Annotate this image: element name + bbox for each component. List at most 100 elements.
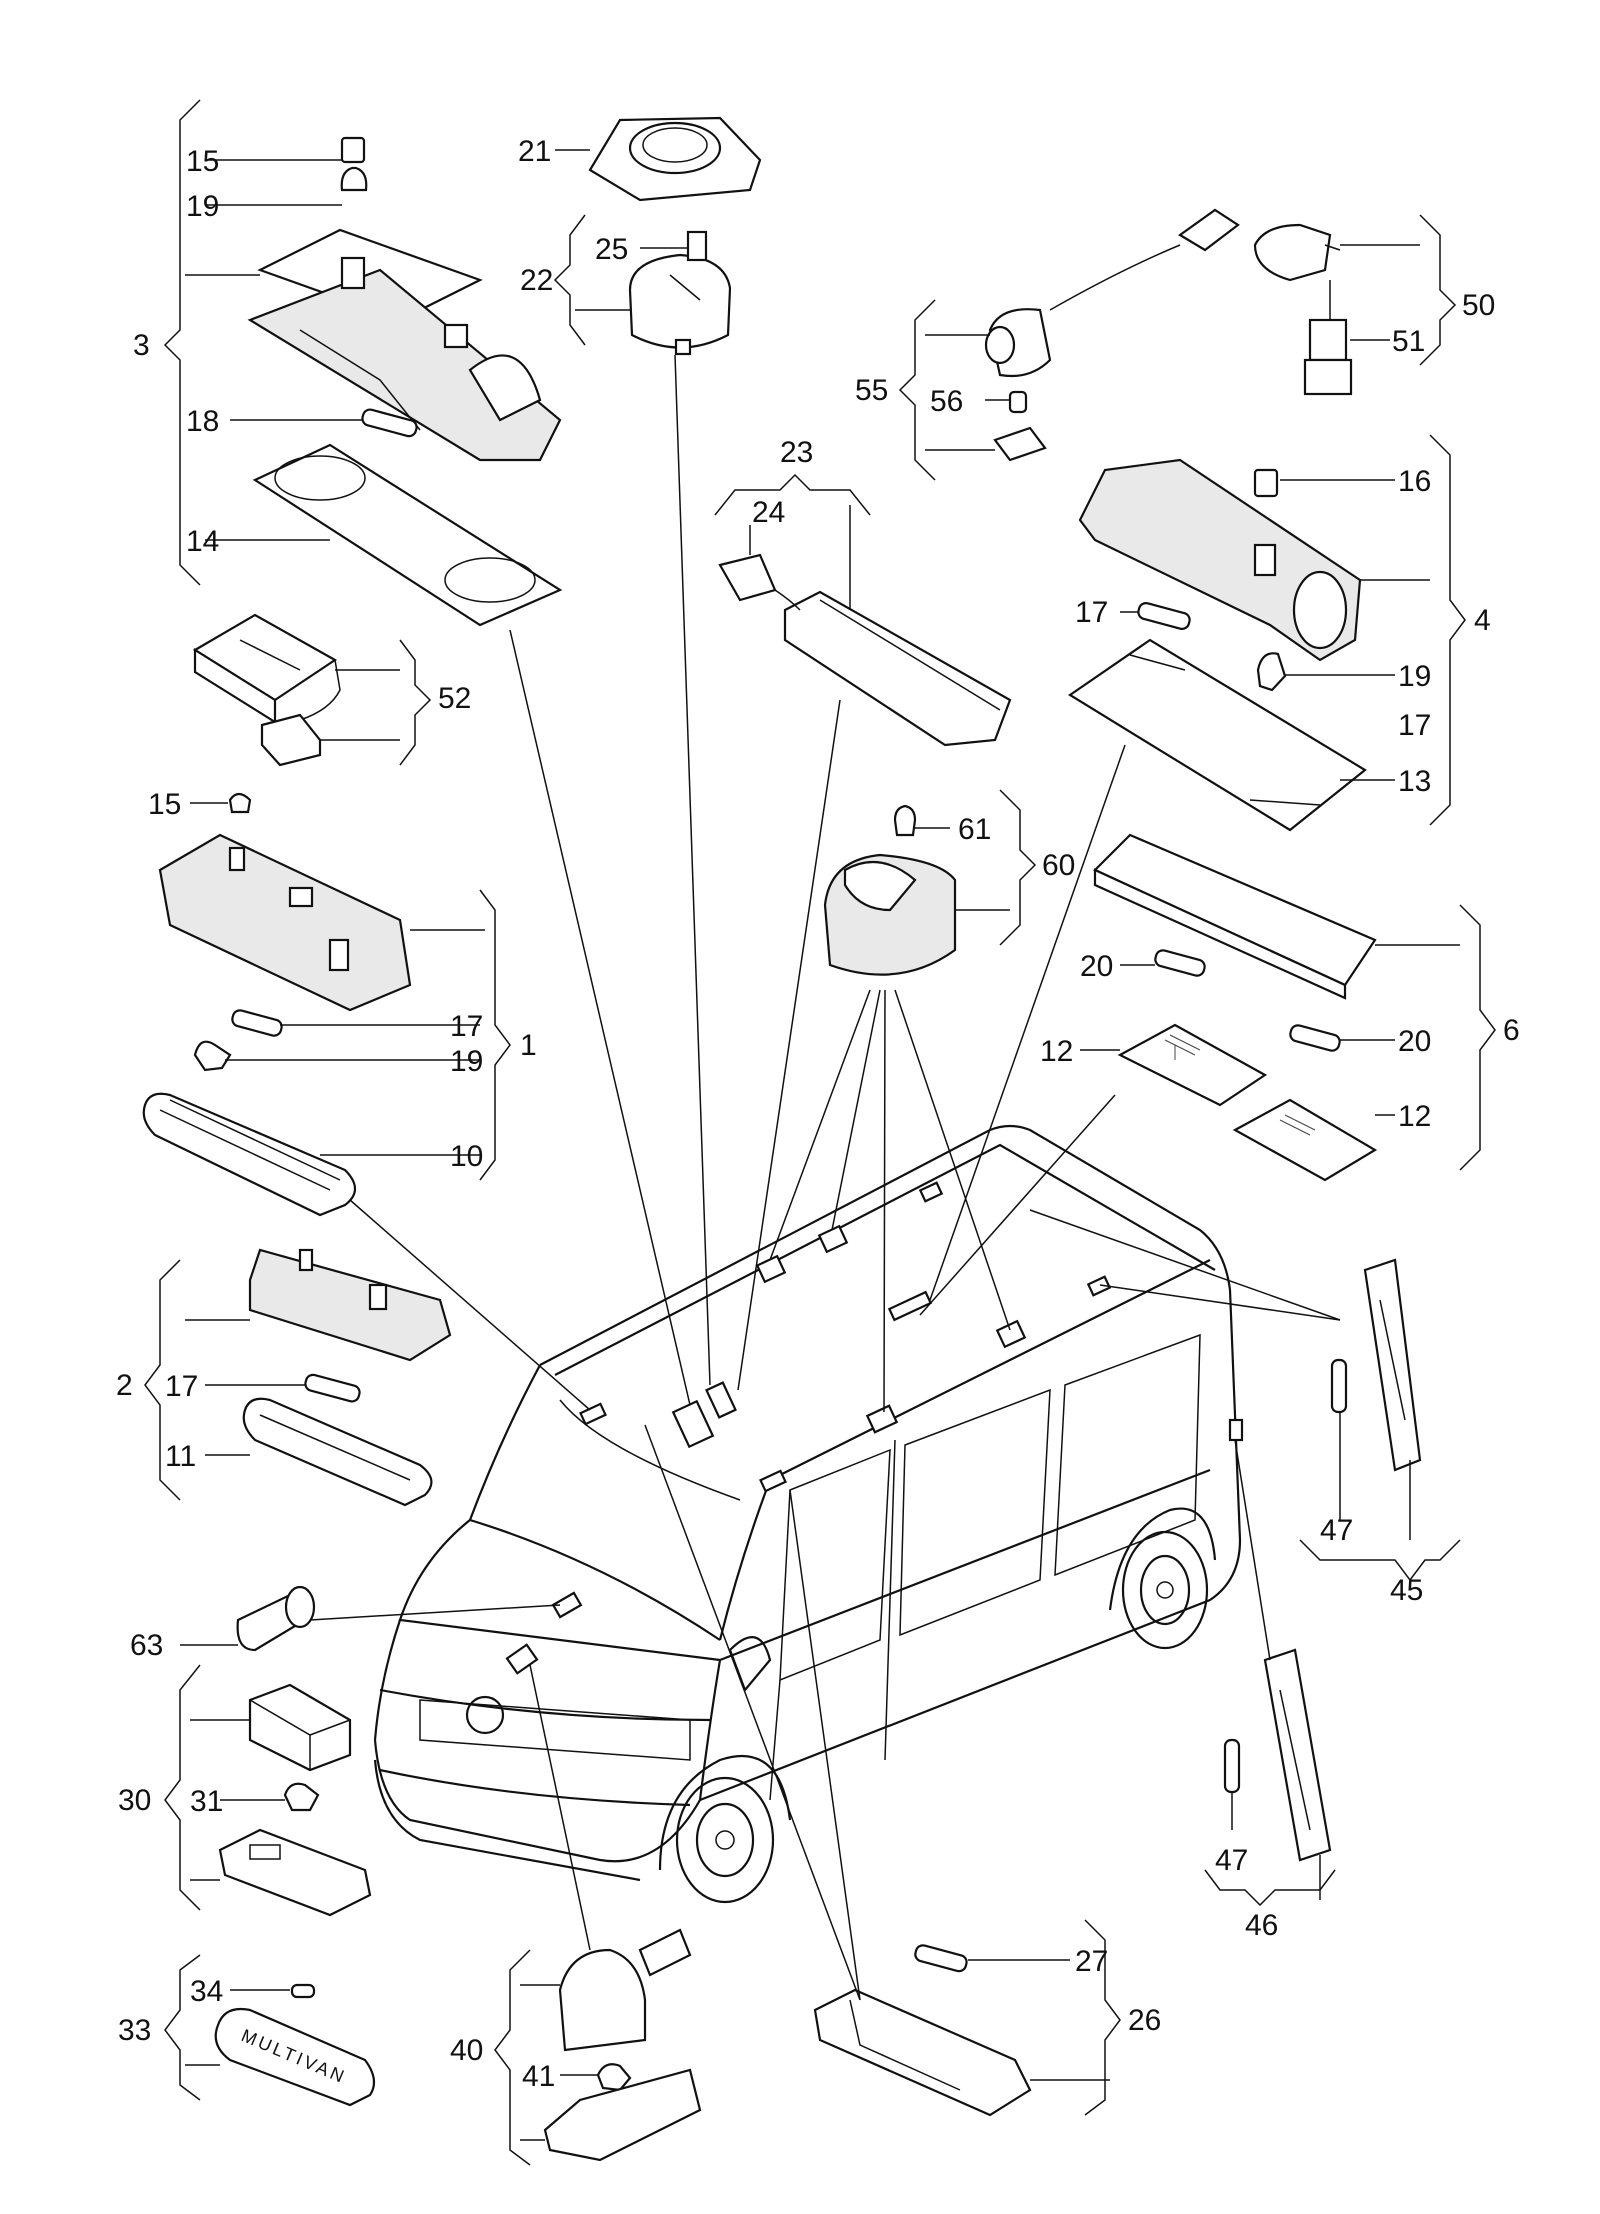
part-13-lens <box>1067 638 1367 832</box>
callout-numbers: 15 19 3 18 14 52 15 17 19 1 10 2 17 11 6… <box>116 135 1520 2093</box>
part-12-pad-a <box>1117 1023 1268 1107</box>
part-31-bulb <box>283 1782 320 1812</box>
part-11-lens <box>242 1397 433 1507</box>
part-50-lamp <box>1253 223 1341 282</box>
part-19-bulb-a <box>193 1040 232 1072</box>
label-26: 26 <box>1128 2004 1161 2037</box>
label-20a: 20 <box>1080 950 1113 983</box>
label-17d: 17 <box>1398 709 1431 742</box>
part-30-lamp-assembly <box>248 1683 352 1772</box>
part-17-bulb-c <box>1137 602 1191 630</box>
part-46-lamp-housing <box>1263 1648 1332 1862</box>
label-46: 46 <box>1245 1909 1278 1942</box>
label-15a: 15 <box>186 145 219 178</box>
part-20-bulb-a <box>1154 949 1206 977</box>
part-56-bulb <box>1008 390 1028 414</box>
part-34-bulb <box>290 1983 316 1999</box>
label-50: 50 <box>1462 289 1495 322</box>
part-27-bulb <box>914 1944 968 1973</box>
label-21: 21 <box>518 135 551 168</box>
group-braces <box>144 99 1496 2166</box>
part-18-bulb <box>361 408 418 438</box>
part-6-lamp <box>1093 833 1377 1000</box>
label-60: 60 <box>1042 849 1075 882</box>
label-17b: 17 <box>165 1370 198 1403</box>
part-40-lamp-assembly <box>558 1928 692 2052</box>
label-20b: 20 <box>1398 1025 1431 1058</box>
label-17c: 17 <box>1075 596 1108 629</box>
label-23: 23 <box>780 436 813 469</box>
label-11: 11 <box>165 1440 196 1473</box>
light-location-markers <box>505 1181 1244 1675</box>
part-17-bulb-a <box>231 1009 283 1037</box>
label-10: 10 <box>450 1140 483 1173</box>
label-47a: 47 <box>1320 1514 1353 1547</box>
part-10-lens <box>142 1092 357 1217</box>
label-4: 4 <box>1474 604 1491 637</box>
label-2: 2 <box>116 1369 133 1402</box>
label-34: 34 <box>190 1975 223 2008</box>
part-19-bulb-b <box>1256 652 1287 692</box>
part-24-connector <box>718 553 777 602</box>
label-22: 22 <box>520 264 553 297</box>
part-4-lamp-assembly <box>1078 458 1362 662</box>
label-56: 56 <box>930 385 963 418</box>
label-45: 45 <box>1390 1574 1423 1607</box>
part-23-module <box>774 589 1012 747</box>
label-15b: 15 <box>148 788 181 821</box>
label-40: 40 <box>450 2034 483 2067</box>
label-47b: 47 <box>1215 1844 1248 1877</box>
part-30-housing <box>218 1828 372 1917</box>
label-52: 52 <box>438 682 471 715</box>
part-33-lamp: MULTIVAN <box>214 2007 376 2107</box>
label-16: 16 <box>1398 465 1431 498</box>
part-41-bulb <box>596 2063 632 2092</box>
part-2-lamp-assembly <box>248 1248 452 1362</box>
label-13: 13 <box>1398 765 1431 798</box>
label-24: 24 <box>752 496 785 529</box>
label-61: 61 <box>958 813 991 846</box>
part-14-lens-panel <box>252 443 563 627</box>
part-17-bulb-b <box>304 1373 361 1403</box>
label-27: 27 <box>1075 1945 1108 1978</box>
part-52-module <box>192 613 341 767</box>
label-33: 33 <box>118 2014 151 2047</box>
part-55-cable-lamp <box>984 208 1240 378</box>
part-63-socket <box>236 1585 316 1652</box>
label-12a: 12 <box>1040 1035 1073 1068</box>
part-60-lamp <box>823 853 957 976</box>
part-20-bulb-b <box>1289 1024 1341 1052</box>
label-41: 41 <box>522 2060 555 2093</box>
part-51-connector <box>1303 280 1353 396</box>
part-22-switch <box>628 230 732 356</box>
label-6: 6 <box>1503 1014 1520 1047</box>
label-3: 3 <box>133 329 150 362</box>
part-55-pad <box>993 426 1047 462</box>
leader-lines <box>180 149 1460 2141</box>
label-25: 25 <box>595 233 628 266</box>
part-45-lamp-housing <box>1363 1258 1422 1472</box>
part-47-bulb-a <box>1330 1358 1348 1414</box>
label-14: 14 <box>186 525 219 558</box>
part-3-lamp-assembly <box>247 136 562 462</box>
label-19c: 19 <box>1398 660 1431 693</box>
part-16-bulb <box>1253 468 1279 498</box>
part-47-bulb-b <box>1223 1738 1241 1794</box>
label-1: 1 <box>520 1029 537 1062</box>
label-31: 31 <box>190 1785 223 1818</box>
label-18: 18 <box>186 405 219 438</box>
label-12b: 12 <box>1398 1100 1431 1133</box>
part-12-pad-b <box>1232 1098 1378 1182</box>
label-30: 30 <box>118 1784 151 1817</box>
label-19b: 19 <box>450 1045 483 1078</box>
part-21-lamp-ring <box>588 116 762 202</box>
part-40-housing <box>543 2068 702 2162</box>
label-19a: 19 <box>186 190 219 223</box>
label-17a: 17 <box>450 1010 483 1043</box>
label-51: 51 <box>1392 325 1425 358</box>
part-1-lamp-assembly <box>158 792 412 1012</box>
vehicle-outline <box>373 1124 1242 1904</box>
part-26-lamp <box>813 1988 1032 2117</box>
label-55: 55 <box>855 374 888 407</box>
